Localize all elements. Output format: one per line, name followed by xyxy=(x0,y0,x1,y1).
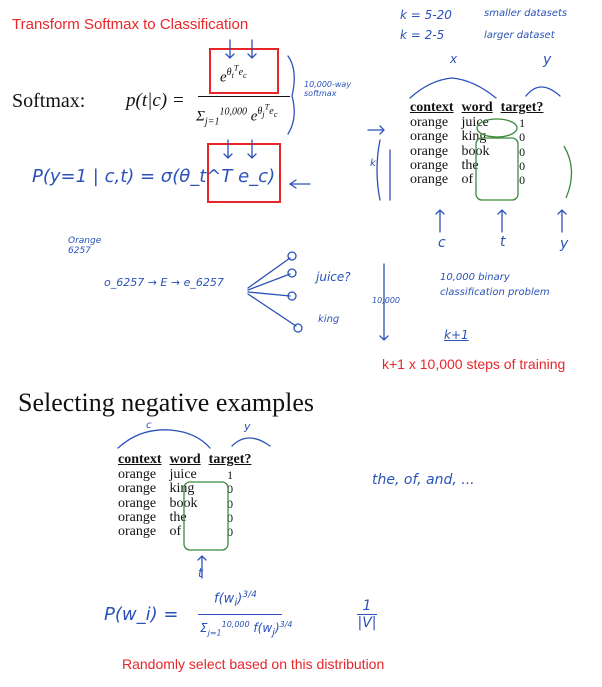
softmax-denominator: Σj=110,000 eθjTec xyxy=(196,103,278,128)
note-k-large: k = 2-5 xyxy=(400,28,445,42)
note-larger-dataset: larger dataset xyxy=(484,30,555,41)
header-word: word xyxy=(461,100,493,115)
note-k-small: k = 5-20 xyxy=(400,8,452,22)
slide2-note-c: c xyxy=(146,420,152,431)
sigmoid-formula: P(y=1 | c,t) = σ(θ_t^T e_c) xyxy=(32,166,276,187)
note-x: x xyxy=(450,52,458,66)
sigmoid-box xyxy=(207,143,281,203)
uniform-distribution: 1|V| xyxy=(357,598,377,631)
prob-numerator: f(wi)3/4 xyxy=(214,590,257,609)
slide1-title: Transform Softmax to Classification xyxy=(12,16,249,33)
header-context: context xyxy=(410,100,454,115)
header-target: target? xyxy=(500,100,544,115)
softmax-label: Softmax: xyxy=(12,90,86,112)
note-10k-way: 10,000-way softmax xyxy=(304,80,352,98)
prob-denominator: Σj=110,000 f(wj)3/4 xyxy=(200,620,293,639)
prob-formula-lhs: P(w_i) = xyxy=(104,604,179,625)
note-juice: juice? xyxy=(316,270,351,284)
softmax-lhs: p(t|c) = xyxy=(126,90,185,111)
slide2-title: Selecting negative examples xyxy=(18,388,315,417)
fraction-bar xyxy=(198,96,290,97)
note-embedding-chain: o_6257 → E → e_6257 xyxy=(104,276,224,289)
training-steps: k+1 x 10,000 steps of training xyxy=(382,356,566,372)
note-k-side: k xyxy=(370,158,376,169)
slide2-footer: Randomly select based on this distributi… xyxy=(122,656,385,672)
note-k-plus-1: k+1 xyxy=(444,328,469,342)
note-king: king xyxy=(318,314,340,325)
header-target: target? xyxy=(208,452,252,467)
note-y-bottom: y xyxy=(560,236,569,252)
softmax-numerator: eθtTec xyxy=(220,64,247,86)
note-frequent-words: the, of, and, ... xyxy=(372,472,475,488)
note-c: c xyxy=(438,235,446,251)
header-context: context xyxy=(118,452,162,467)
note-y-top: y xyxy=(543,52,552,68)
note-orange: Orange 6257 xyxy=(68,236,102,256)
note-binary: 10,000 binary classification problem xyxy=(440,272,550,298)
header-word: word xyxy=(169,452,201,467)
note-10000: 10,000 xyxy=(372,296,400,305)
numerator-box xyxy=(209,48,279,94)
note-t: t xyxy=(500,234,506,250)
slide2-note-t: t xyxy=(198,566,203,580)
slide2-note-y: y xyxy=(244,420,251,433)
prob-fraction-bar xyxy=(198,614,282,615)
note-smaller-datasets: smaller datasets xyxy=(484,8,568,19)
